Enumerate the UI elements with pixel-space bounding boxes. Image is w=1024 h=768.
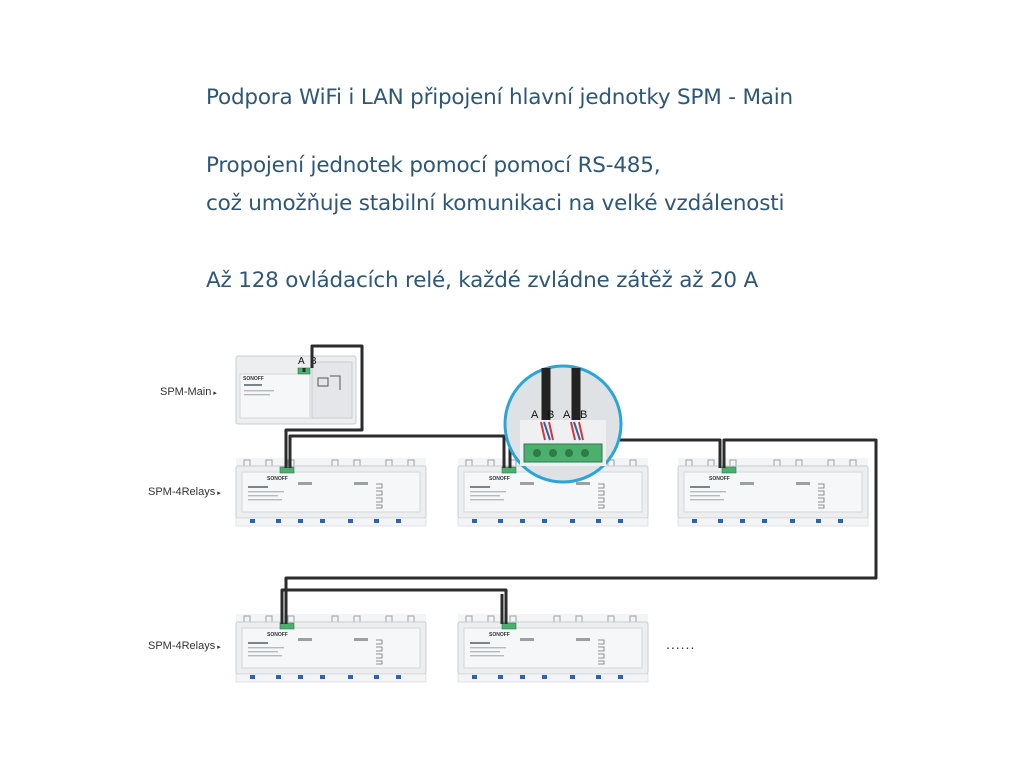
terminal-zoom-detail: A B A B [503, 364, 623, 484]
headline-line-1: Podpora WiFi i LAN připojení hlavní jedn… [206, 85, 793, 110]
relay-unit-3 [677, 457, 869, 527]
label-spm-4relays-row1: SPM-4Relays▸ [148, 486, 221, 498]
spm-main-unit: A B [235, 355, 357, 425]
headline-line-2: Propojení jednotek pomocí pomocí RS-485, [206, 153, 661, 178]
brand-relay-3: SONOFF [709, 476, 730, 482]
continuation-dots: ...... [666, 636, 696, 652]
headline-line-3: což umožňuje stabilní komunikaci na velk… [206, 191, 785, 216]
brand-relay-2: SONOFF [489, 476, 510, 482]
brand-relay-4: SONOFF [267, 632, 288, 638]
headline-line-4: Až 128 ovládacích relé, každé zvládne zá… [206, 268, 759, 293]
brand-relay-5: SONOFF [489, 632, 510, 638]
zoom-terminal-b1-label: B [547, 409, 554, 421]
label-spm-main: SPM-Main▸ [160, 386, 217, 398]
label-spm-4relays-row2: SPM-4Relays▸ [148, 640, 221, 652]
relay-unit-4 [235, 613, 427, 683]
label-arrow-icon: ▸ [217, 644, 221, 651]
brand-relay-1: SONOFF [267, 476, 288, 482]
zoom-terminal-a1-label: A [531, 409, 539, 421]
relay-unit-5 [457, 613, 649, 683]
label-arrow-icon: ▸ [213, 390, 217, 397]
relay-unit-1 [235, 457, 427, 527]
brand-main: SONOFF [243, 376, 264, 382]
label-arrow-icon: ▸ [217, 490, 221, 497]
main-terminal-a-label: A [298, 356, 305, 367]
zoom-terminal-a2-label: A [563, 409, 571, 421]
zoom-terminal-b2-label: B [580, 409, 587, 421]
